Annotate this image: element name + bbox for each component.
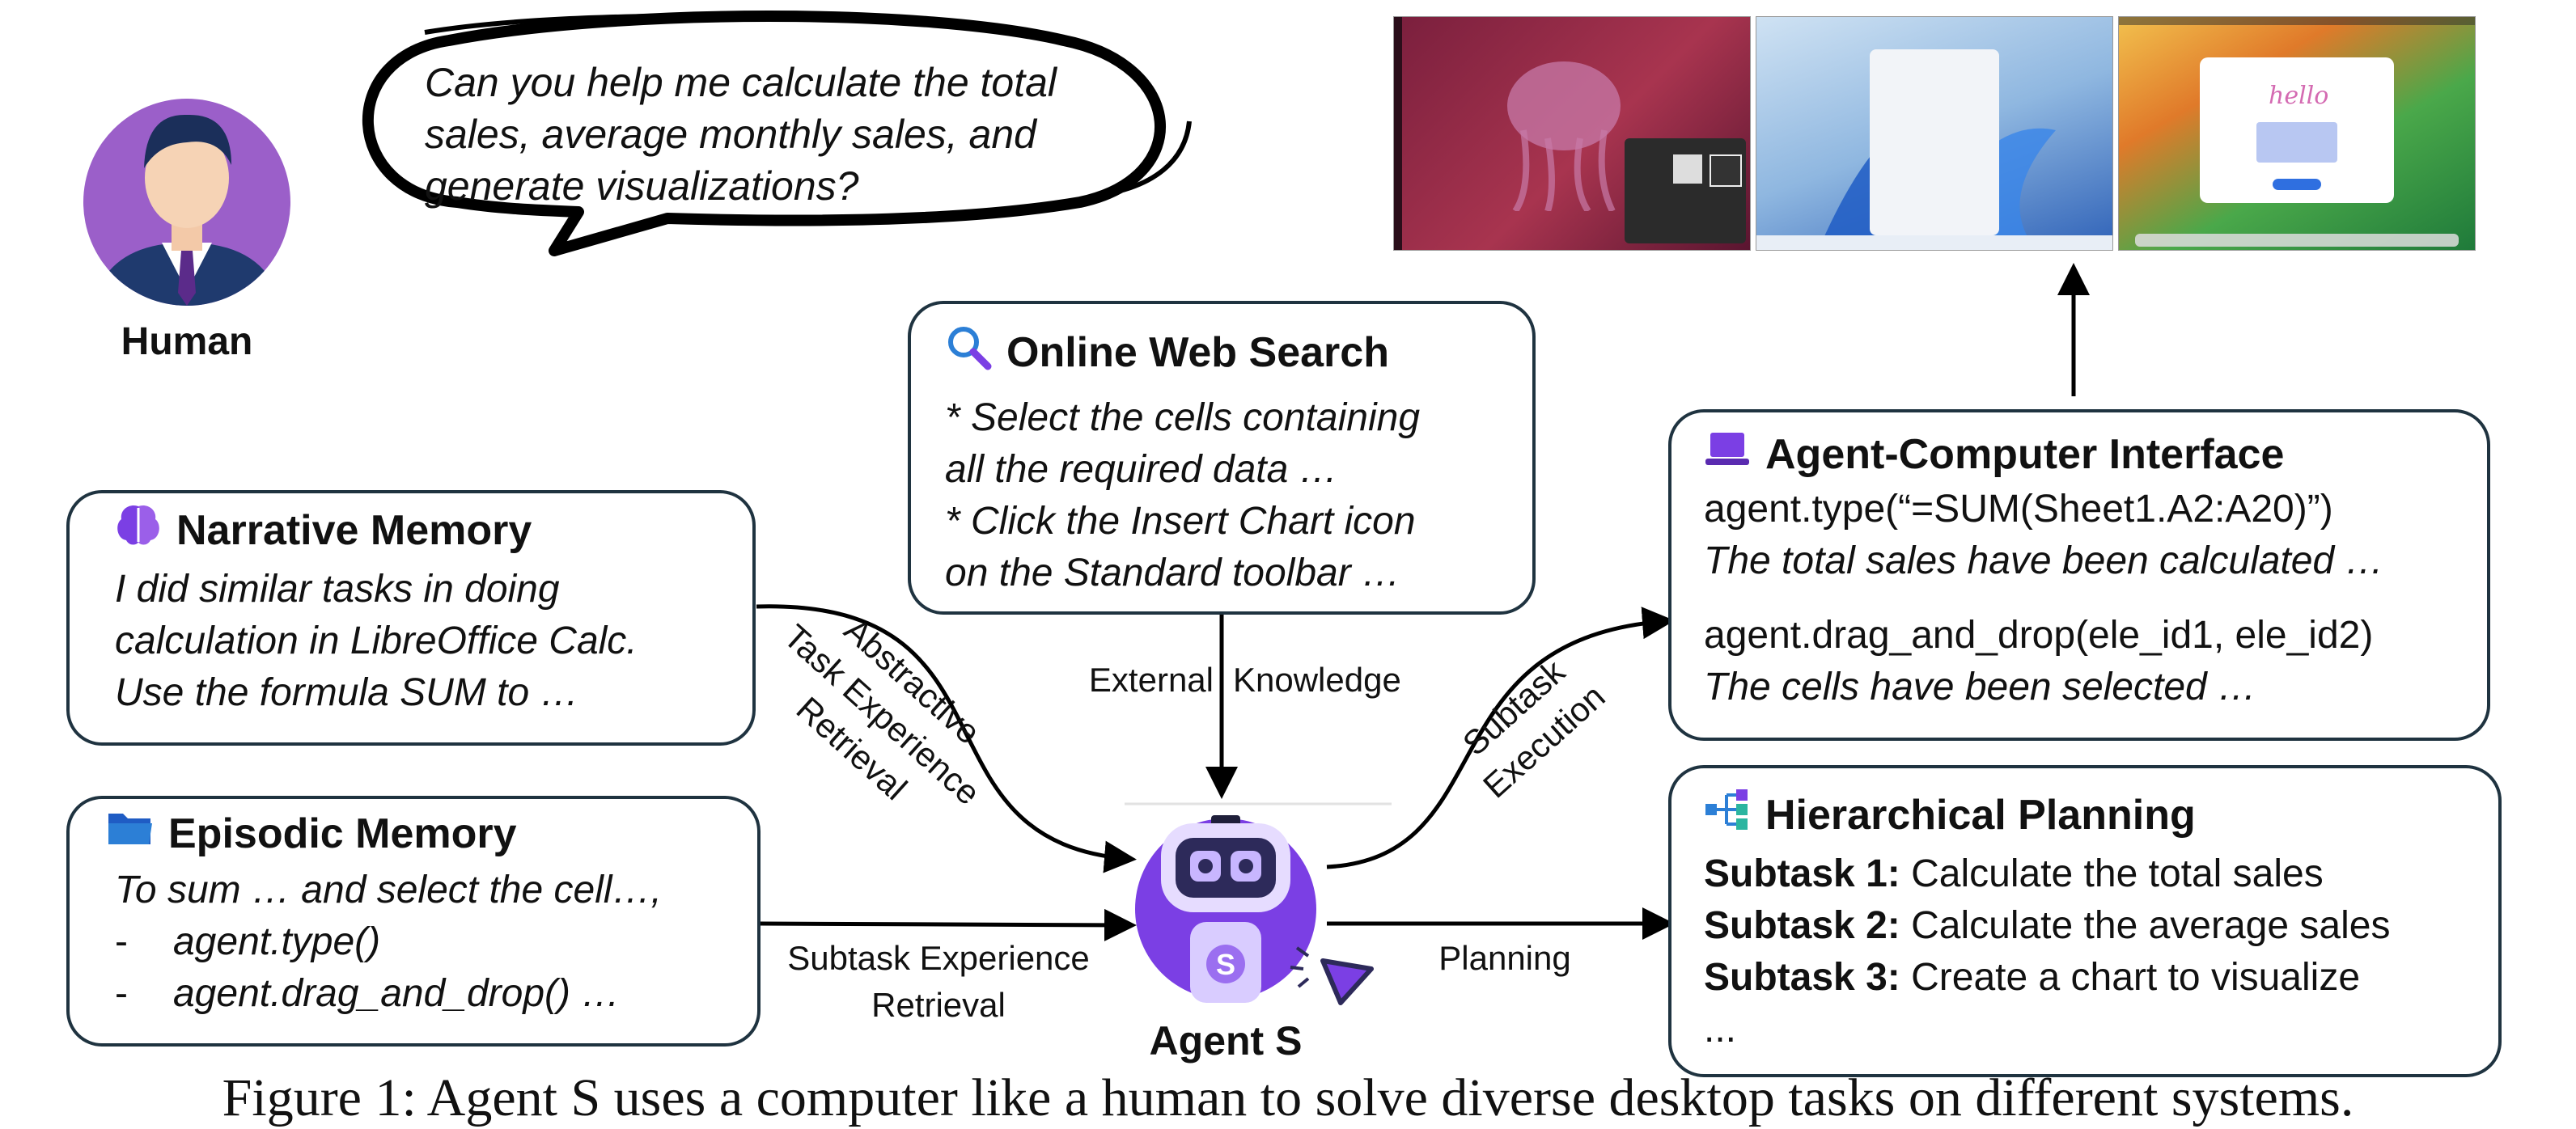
- label-planning: Planning: [1438, 939, 1571, 977]
- human-avatar: [81, 81, 293, 309]
- subtask-2-label: Subtask 2:: [1704, 904, 1900, 947]
- aci-note-1: The total sales have been calculated …: [1704, 539, 2384, 582]
- web-search-box: Online Web Search * Select the cells con…: [908, 301, 1536, 615]
- agent-s-robot: S: [1129, 809, 1388, 1011]
- speech-line-3: generate visualizations?: [425, 163, 859, 209]
- edge-abstractive-retrieval: [756, 604, 1137, 873]
- episodic-memory-title: Episodic Memory: [168, 810, 517, 857]
- narrative-line-2: calculation in LibreOffice Calc.: [115, 619, 638, 662]
- label-knowledge: Knowledge: [1233, 661, 1401, 699]
- web-search-line-1: * Select the cells containing: [945, 396, 1421, 439]
- brain-icon: [115, 503, 162, 557]
- planning-more: ...: [1704, 1008, 1737, 1051]
- episodic-line-1: To sum … and select the cell…,: [115, 869, 662, 911]
- folder-icon: [107, 809, 154, 858]
- episodic-bullet-marker-1: -: [115, 920, 128, 963]
- agent-s-label: Agent S: [1149, 1018, 1303, 1063]
- planning-box: Hierarchical Planning Subtask 1: Calcula…: [1668, 765, 2502, 1077]
- subtask-1-text: Calculate the total sales: [1911, 852, 2324, 895]
- subtask-row-2: Subtask 2: Calculate the average sales: [1704, 900, 2466, 952]
- human-label: Human: [121, 320, 253, 363]
- label-external: External: [1088, 661, 1214, 699]
- narrative-memory-box: Narrative Memory I did similar tasks in …: [66, 490, 756, 746]
- narrative-memory-title: Narrative Memory: [176, 506, 532, 554]
- episodic-bullet-marker-2: -: [115, 972, 128, 1015]
- subtask-1-label: Subtask 1:: [1704, 852, 1900, 895]
- subtask-row-3: Subtask 3: Create a chart to visualize: [1704, 952, 2466, 1004]
- aci-note-2: The cells have been selected …: [1704, 666, 2257, 708]
- agent-badge: S: [1215, 948, 1235, 981]
- edge-subtask-experience: [760, 908, 1137, 941]
- narrative-line-1: I did similar tasks in doing: [115, 568, 560, 611]
- episodic-bullet-1: agent.type(): [172, 920, 381, 963]
- speech-bubble: [362, 11, 1192, 256]
- subtask-3-label: Subtask 3:: [1704, 956, 1900, 999]
- laptop-icon: [1704, 430, 1751, 479]
- episodic-bullet-2: agent.drag_and_drop() …: [172, 972, 621, 1015]
- subtask-row-1: Subtask 1: Calculate the total sales: [1704, 848, 2466, 900]
- aci-code-1: agent.type(“=SUM(Sheet1.A2:A20)”): [1704, 488, 2333, 531]
- web-search-line-2: all the required data …: [945, 448, 1338, 491]
- edge-subtask-execution: [1326, 607, 1675, 869]
- hello-text: hello: [2269, 82, 2329, 110]
- subtask-2-text: Calculate the average sales: [1911, 904, 2391, 947]
- episodic-memory-box: Episodic Memory To sum … and select the …: [66, 796, 761, 1047]
- screenshot-windows: [1756, 16, 2113, 251]
- web-search-line-3: * Click the Insert Chart icon: [945, 500, 1416, 543]
- speech-line-1: Can you help me calculate the total: [425, 60, 1057, 105]
- magnifier-icon: [945, 323, 992, 381]
- aci-code-2: agent.drag_and_drop(ele_id1, ele_id2): [1704, 614, 2374, 657]
- figure-caption: Figure 1: Agent S uses a computer like a…: [222, 1068, 2354, 1127]
- label-subtask-experience-line-1: Subtask Experience: [787, 939, 1090, 977]
- web-search-title: Online Web Search: [1006, 328, 1389, 376]
- screenshot-macos: hello: [2118, 16, 2476, 251]
- label-subtask-experience-line-2: Retrieval: [871, 986, 1006, 1024]
- label-subtask-experience: Subtask Experience Retrieval: [761, 935, 1116, 1029]
- speech-text: Can you help me calculate the total sale…: [425, 57, 1057, 212]
- aci-box: Agent-Computer Interface agent.type(“=SU…: [1668, 409, 2490, 741]
- web-search-line-4: on the Standard toolbar …: [945, 552, 1401, 594]
- hierarchy-icon: [1704, 786, 1751, 844]
- subtask-3-text: Create a chart to visualize: [1911, 956, 2361, 999]
- speech-line-2: sales, average monthly sales, and: [425, 112, 1036, 157]
- planning-title: Hierarchical Planning: [1765, 791, 2196, 839]
- narrative-line-3: Use the formula SUM to …: [115, 671, 579, 714]
- screenshot-ubuntu: [1393, 16, 1751, 251]
- aci-title: Agent-Computer Interface: [1765, 431, 2285, 478]
